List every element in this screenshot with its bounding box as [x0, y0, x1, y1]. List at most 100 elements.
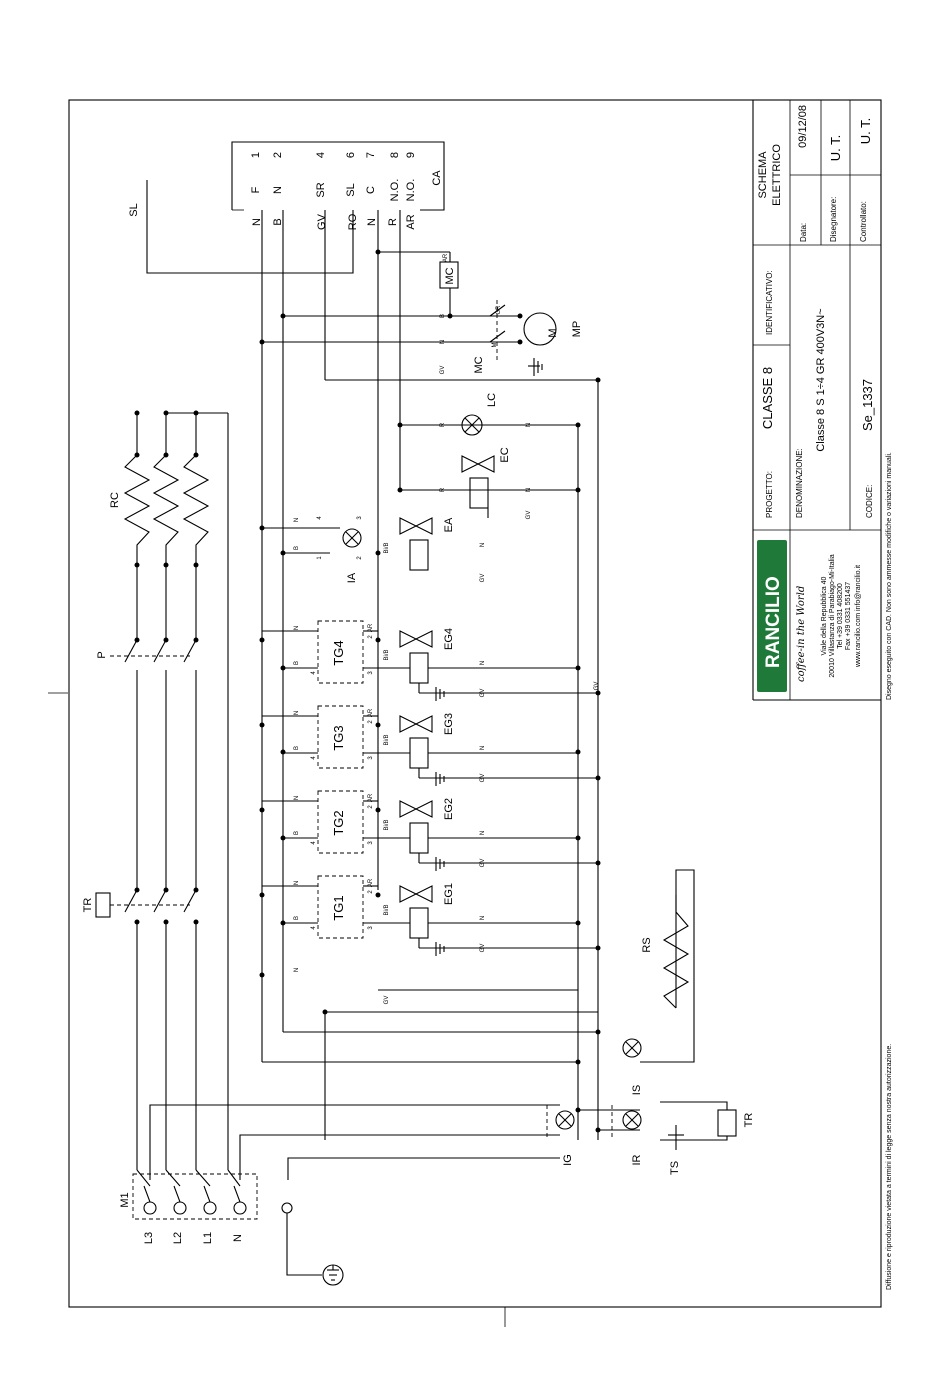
wire-tag: 4	[311, 926, 317, 930]
relay-tr-contacts: TR	[82, 889, 197, 1170]
wire-tag: N	[526, 488, 532, 492]
wire-tag: Bi/B	[384, 819, 390, 830]
drawing-frame	[68, 99, 882, 1308]
codice-label: CODICE:	[865, 485, 874, 518]
ia-label: IA	[346, 572, 358, 583]
wire-tag: GV	[480, 944, 486, 953]
mc-contact-label: MC	[473, 356, 485, 373]
connector-terminal-label: N.O.	[405, 179, 417, 202]
n-label: N	[232, 1234, 244, 1242]
wire-tag: N	[526, 423, 532, 427]
wire-tag: 3	[368, 756, 374, 760]
eg4-label: EG4	[443, 628, 455, 650]
wire-tag: 2	[368, 635, 374, 639]
wire-tag: Bi/B	[384, 649, 390, 660]
switch-ts: TS	[668, 1125, 684, 1175]
ts-label: TS	[669, 1161, 681, 1175]
wire-tag: 4	[311, 841, 317, 845]
terminal-screw	[173, 1201, 187, 1215]
l2-label: L2	[172, 1232, 184, 1244]
switch-ir: IR	[611, 1105, 643, 1166]
wire-tag: 2	[368, 890, 374, 894]
elettrico-label: ELETTRICO	[771, 144, 783, 206]
wire-tag: 2	[368, 805, 374, 809]
controllato-value: U. T.	[858, 118, 873, 145]
title-block: SCHEMA ELETTRICO Data: 09/12/08 Disegnat…	[752, 100, 881, 701]
switch-ig: IG	[546, 1105, 575, 1166]
wire-tag: GV	[480, 689, 486, 698]
wire-tag: 1	[317, 556, 323, 560]
wire-tag: N	[294, 968, 300, 972]
relay-tr-coil: TR	[660, 1101, 755, 1141]
tg2-label: TG2	[331, 810, 346, 835]
wire-tag: N	[294, 881, 300, 885]
connector-terminal-number: 1	[250, 152, 262, 158]
wire-tag: N	[294, 711, 300, 715]
lc-label: LC	[486, 393, 498, 407]
wire-tag: B	[294, 916, 300, 920]
terminal-screw	[233, 1201, 247, 1215]
connector-wire-label: R	[387, 218, 399, 226]
wire-tag: B	[294, 746, 300, 750]
wire-tag: B	[294, 661, 300, 665]
svg-text:RANCILIO: RANCILIO	[763, 576, 784, 668]
connector-terminal-number: 8	[389, 152, 401, 158]
wire-tag: 2	[368, 720, 374, 724]
connector-terminal-label: C	[365, 186, 377, 194]
identificativo-label: IDENTIFICATIVO:	[765, 270, 774, 335]
disegnatore-label: Disegnatore:	[829, 197, 838, 242]
p-label: P	[96, 651, 108, 658]
schema-label: SCHEMA	[757, 151, 769, 199]
wire-tag: N	[480, 661, 486, 665]
wire-tag: 4	[311, 671, 317, 675]
valve-ec: EC	[461, 447, 511, 518]
mc-coil-label: MC	[444, 267, 456, 284]
wire-tag: 3	[368, 671, 374, 675]
tr-coil-label: TR	[743, 1113, 755, 1128]
connector-ca: CA	[431, 170, 443, 186]
connector-wire-label: GV	[316, 213, 328, 230]
connector-terminal-label: N.O.	[389, 179, 401, 202]
connector-wire-label: AR	[405, 214, 417, 229]
ec-label: EC	[499, 447, 511, 462]
denominazione-label: DENOMINAZIONE:	[795, 448, 804, 518]
wire-tag: GV	[480, 774, 486, 783]
connector-terminal-number: 2	[272, 152, 284, 158]
wire-tag: AR	[368, 708, 374, 717]
lamp-lc: LC	[461, 393, 498, 436]
switch-ia: IA	[262, 527, 362, 583]
l3-label: L3	[143, 1232, 155, 1244]
address-line-1: Viale della Repubblica 40	[821, 576, 828, 655]
note-cad: Disegno eseguito con CAD. Non sono ammes…	[886, 452, 893, 700]
codice-value: Se_1337	[860, 379, 875, 431]
wire-tag: M	[492, 343, 498, 348]
sl-label: SL	[128, 203, 140, 216]
l1-label: L1	[202, 1232, 214, 1244]
tr-label: TR	[82, 898, 94, 913]
tg3-label: TG3	[331, 725, 346, 750]
wire-tag: GV	[440, 366, 446, 375]
bus-lines	[261, 210, 599, 1140]
connector-terminal-label: F	[250, 186, 262, 193]
wire-tag: AR	[368, 793, 374, 802]
wire-tag: N	[440, 340, 446, 344]
wire-tag: N	[480, 831, 486, 835]
wire-tag: AR	[368, 878, 374, 887]
rs-label: RS	[641, 937, 653, 952]
is-label: IS	[631, 1085, 643, 1095]
connector-terminal-label: SR	[315, 182, 327, 197]
connector-wire-label: N	[251, 218, 263, 226]
wire-tag: 4	[317, 516, 323, 520]
eg1-label: EG1	[443, 883, 455, 905]
progetto-value: CLASSE 8	[760, 367, 775, 429]
wire-tag: B	[294, 546, 300, 550]
tg1-label: TG1	[331, 895, 346, 920]
disegnatore-value: U. T.	[828, 135, 843, 162]
ea-label: EA	[443, 517, 455, 532]
